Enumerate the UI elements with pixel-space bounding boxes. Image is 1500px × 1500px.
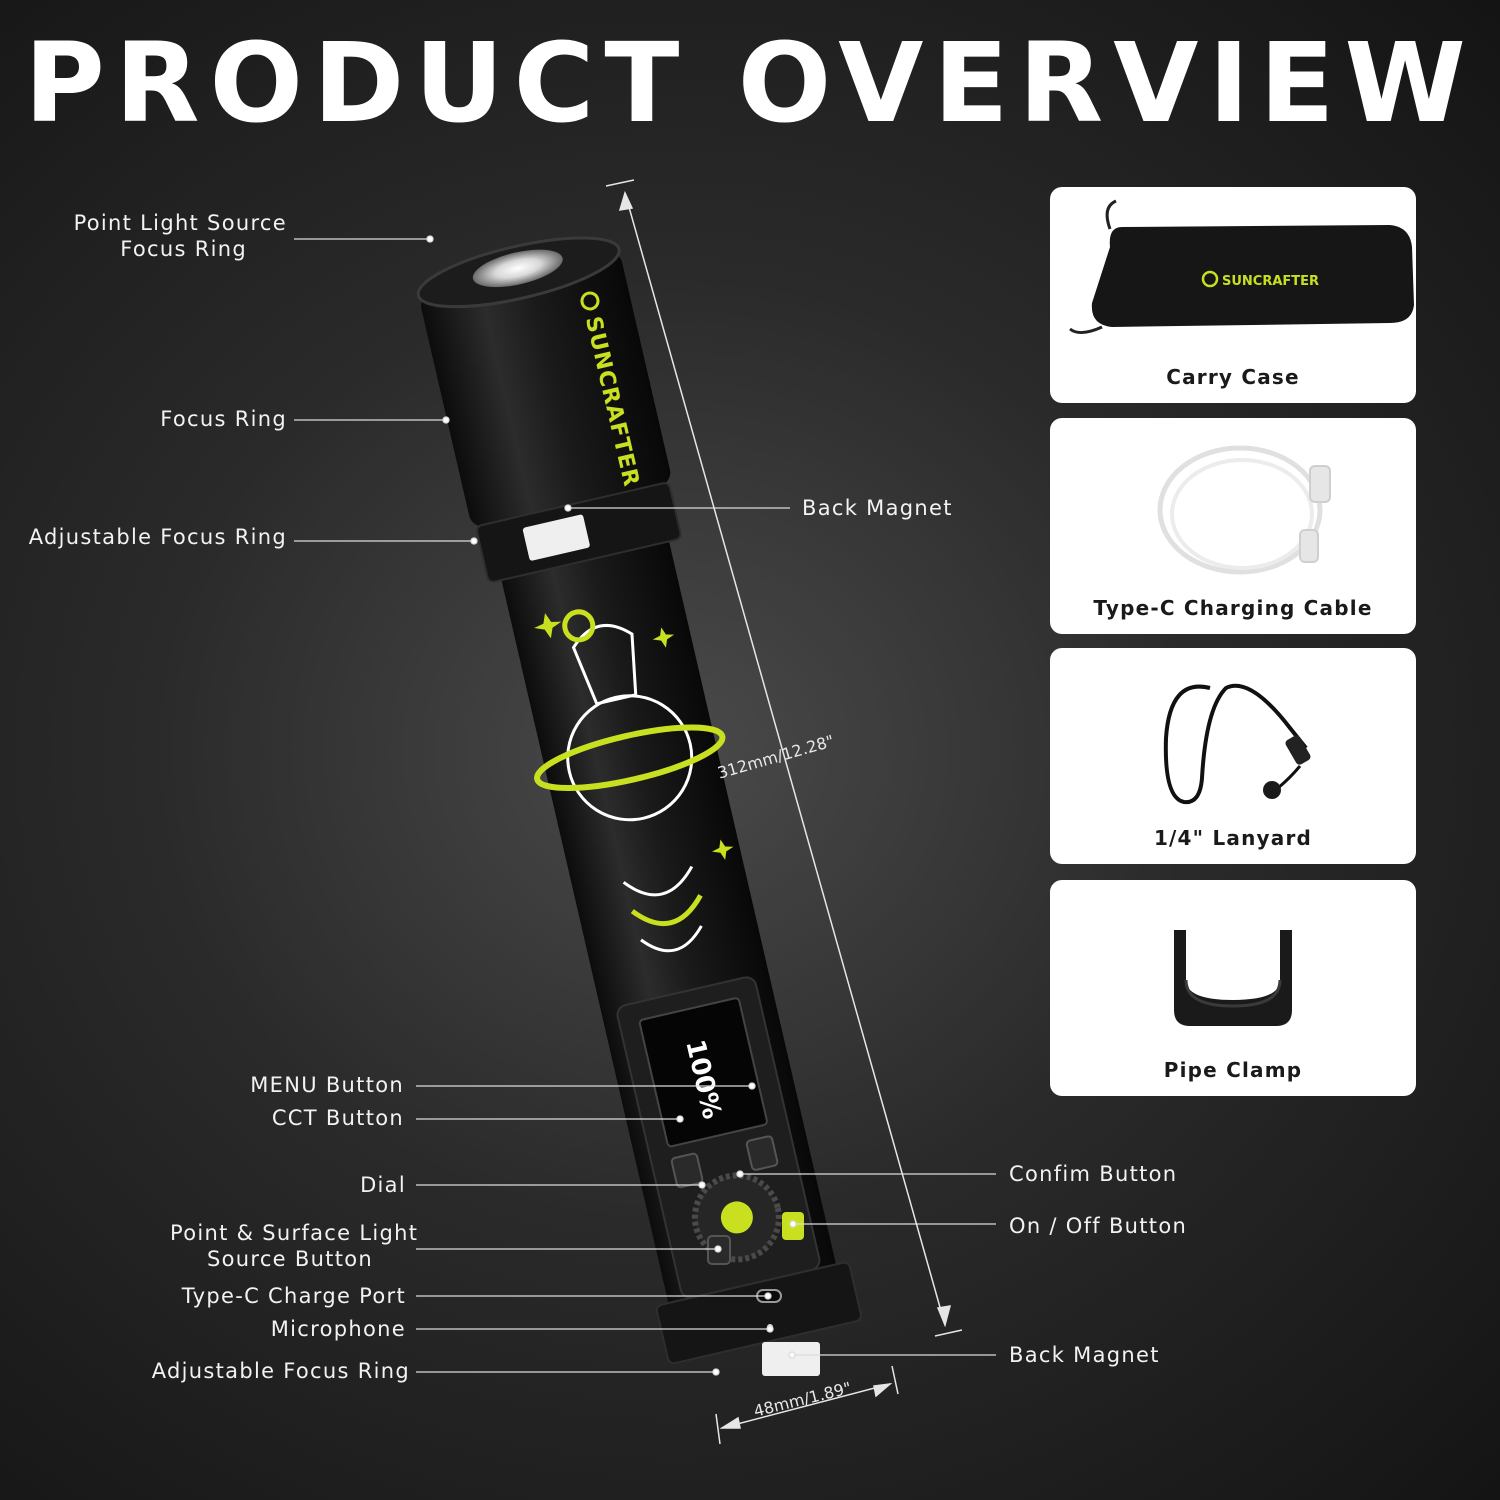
accessory-label: 1/4" Lanyard xyxy=(1153,826,1313,850)
menu-button-shape xyxy=(745,1135,779,1171)
charging-cable-icon xyxy=(1157,445,1331,575)
label-cct-button: CCT Button xyxy=(271,1106,404,1130)
accessory-card-pipe-clamp: Pipe Clamp xyxy=(1050,880,1416,1096)
carry-case-brand: SUNCRAFTER xyxy=(1222,274,1319,289)
label-adjustable-focus-ring-bottom: Adjustable Focus Ring xyxy=(151,1359,410,1383)
pipe-clamp-icon xyxy=(1174,930,1292,1026)
accessory-card-charging-cable: Type-C Charging Cable xyxy=(1050,418,1416,634)
light-tube: SUNCRAFTER 100% xyxy=(416,236,862,1365)
label-confirm-button: Confim Button xyxy=(1009,1162,1178,1186)
label-back-magnet-bottom: Back Magnet xyxy=(1009,1343,1160,1367)
head-cylinder xyxy=(421,251,671,527)
sparkles xyxy=(534,613,734,860)
lanyard-icon xyxy=(1163,683,1311,805)
cct-button-shape xyxy=(670,1152,704,1189)
label-microphone: Microphone xyxy=(270,1317,406,1341)
leader-lines xyxy=(294,235,996,1376)
label-dial: Dial xyxy=(360,1173,406,1197)
lens xyxy=(472,249,563,288)
label-on-off-button: On / Off Button xyxy=(1009,1214,1188,1238)
accessory-card-carry-case: SUNCRAFTER Carry Case xyxy=(1050,187,1416,403)
accessory-label: Pipe Clamp xyxy=(1163,1058,1303,1082)
oled-screen xyxy=(638,997,768,1148)
accessory-card-lanyard: 1/4" Lanyard xyxy=(1050,648,1416,864)
label-menu-button: MENU Button xyxy=(250,1073,404,1097)
carry-case-icon: SUNCRAFTER xyxy=(1069,199,1414,334)
confirm-button-shape xyxy=(720,1201,753,1234)
label-back-magnet-top: Back Magnet xyxy=(802,496,953,520)
page-title: PRODUCT OVERVIEW xyxy=(24,19,1476,147)
accessory-label: Type-C Charging Cable xyxy=(1093,596,1373,620)
label-point-surface-button: Point & Surface Light Source Button xyxy=(170,1221,419,1271)
dimension-lines xyxy=(605,179,963,1445)
back-magnet-top-pad xyxy=(522,514,590,561)
accessory-label: Carry Case xyxy=(1166,365,1300,389)
astronaut-artwork xyxy=(534,609,726,953)
label-point-light-source-focus-ring: Point Light Source Focus Ring xyxy=(73,211,287,261)
label-type-c-charge-port: Type-C Charge Port xyxy=(181,1284,406,1308)
back-magnet-bottom-pad xyxy=(762,1342,820,1376)
label-focus-ring: Focus Ring xyxy=(160,407,287,431)
label-adjustable-focus-ring-top: Adjustable Focus Ring xyxy=(28,525,287,549)
